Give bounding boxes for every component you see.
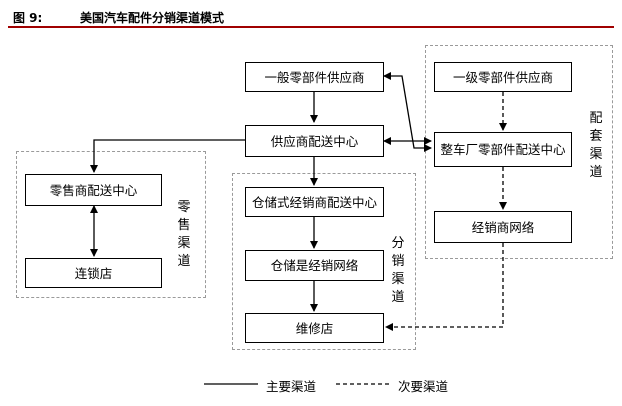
link-center-to-retail — [90, 139, 245, 173]
oem-channel-label: 配套渠道 — [589, 111, 603, 180]
node-retail-center: 零售商配送中心 — [25, 174, 162, 206]
figure-header: 图 9: 美国汽车配件分销渠道模式 — [0, 0, 622, 30]
legend-secondary-label: 次要渠道 — [398, 379, 449, 394]
legend-primary-label: 主要渠道 — [266, 379, 317, 394]
node-oem-parts-center: 整车厂零部件配送中心 — [434, 132, 572, 167]
header-rule — [8, 26, 614, 28]
node-repair-shop: 维修店 — [245, 313, 384, 343]
distribution-channel-label: 分销渠道 — [391, 236, 405, 305]
retail-channel-frame — [16, 151, 206, 298]
retail-channel-label: 零售渠道 — [177, 200, 191, 269]
link-general-oem-crossover — [383, 72, 432, 152]
node-warehouse-network: 仓储是经销网络 — [245, 250, 384, 281]
node-general-supplier: 一般零部件供应商 — [245, 62, 384, 92]
node-tier1-supplier: 一级零部件供应商 — [434, 62, 572, 92]
figure-title: 美国汽车配件分销渠道模式 — [80, 11, 225, 25]
oem-channel-frame — [425, 45, 613, 259]
node-dealer-network: 经销商网络 — [434, 211, 572, 243]
node-chain-store: 连锁店 — [25, 258, 162, 288]
distribution-channel-frame — [232, 173, 416, 350]
node-warehouse-center: 仓储式经销商配送中心 — [245, 187, 384, 217]
node-supplier-center: 供应商配送中心 — [245, 125, 384, 157]
link-dealer-to-repair — [385, 243, 504, 331]
figure-number: 图 9: — [13, 11, 43, 25]
